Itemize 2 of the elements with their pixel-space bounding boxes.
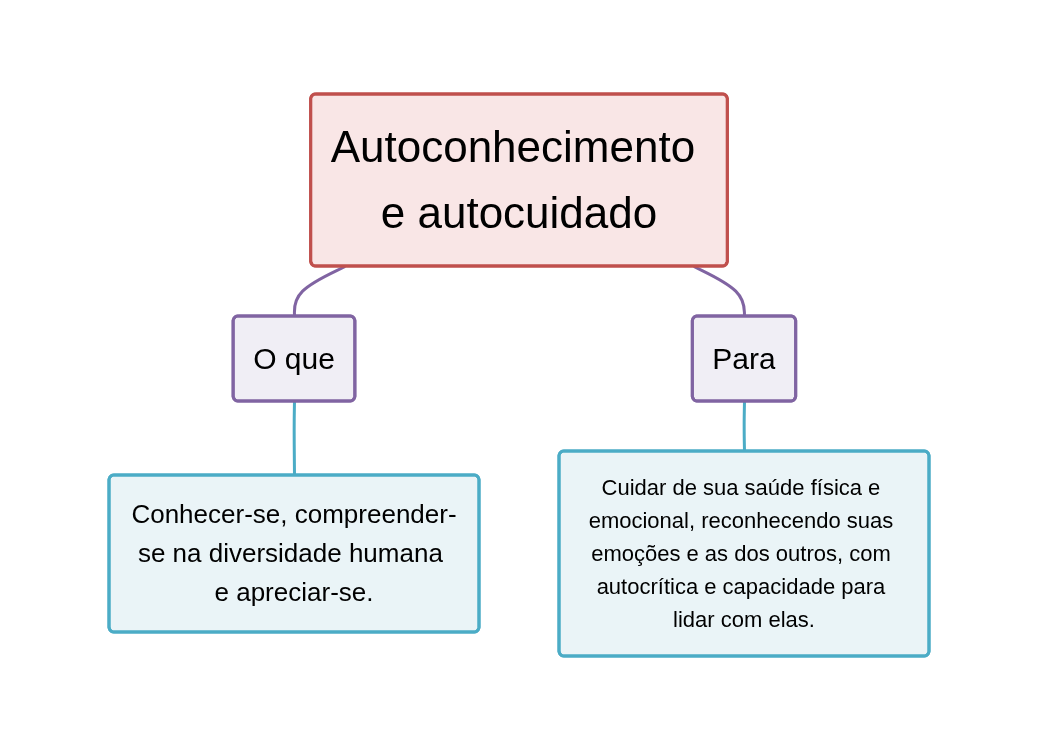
connector [292,401,296,476]
connector [742,401,746,452]
